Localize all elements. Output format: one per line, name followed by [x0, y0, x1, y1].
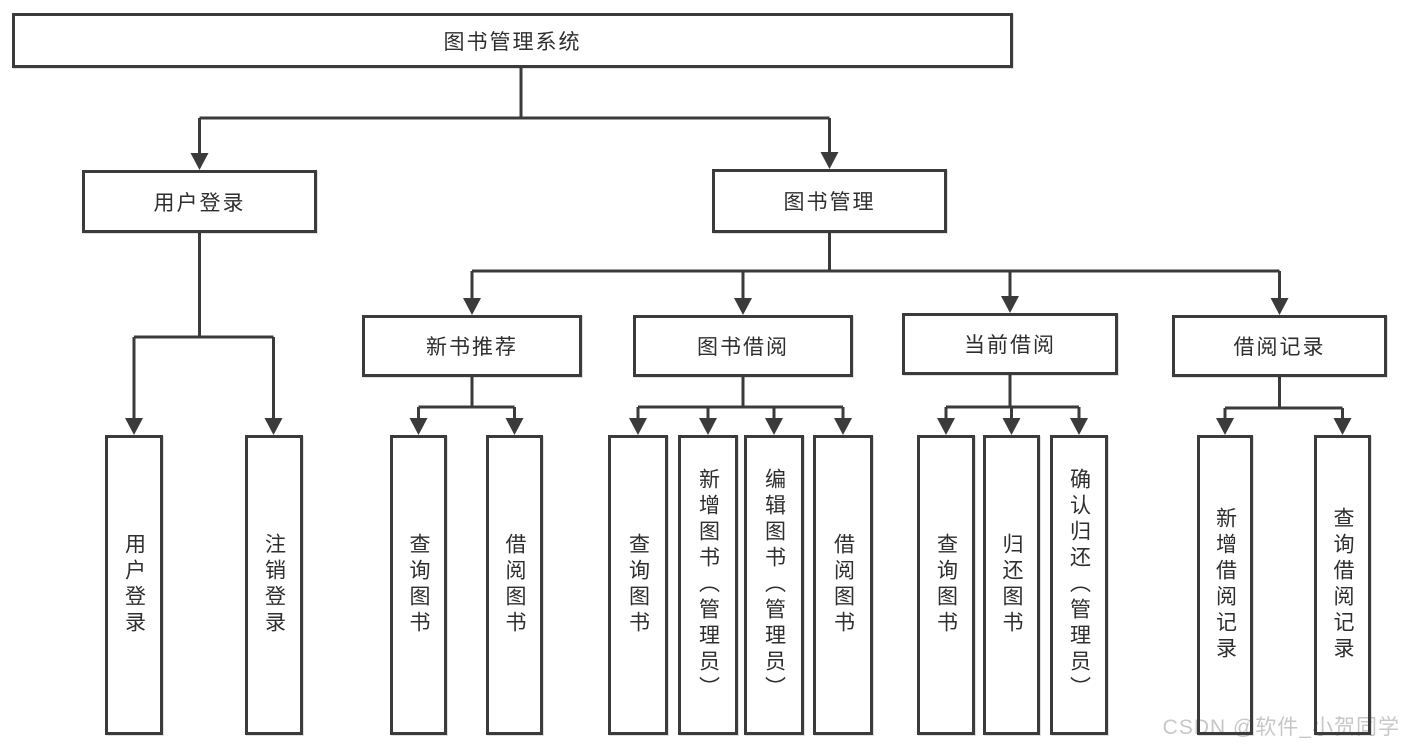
leaf-query-books-current: 查询图书 [917, 435, 975, 735]
leaf-logout: 注销登录 [245, 435, 303, 735]
node-current-borrow: 当前借阅 [902, 313, 1118, 375]
connector-records-group [1223, 377, 1344, 421]
node-borrow-records: 借阅记录 [1172, 315, 1387, 377]
leaf-edit-books-admin: 编辑图书（管理员） [744, 435, 804, 735]
leaf-add-borrow-record: 新增借阅记录 [1197, 435, 1253, 735]
node-library-management-system: 图书管理系统 [12, 13, 1013, 68]
connector-login-group [132, 233, 275, 421]
leaf-query-books-borrow: 查询图书 [608, 435, 668, 735]
leaf-query-borrow-record: 查询借阅记录 [1314, 435, 1371, 735]
arrowheads-login-group [125, 418, 283, 435]
connector-current-group [944, 375, 1081, 421]
node-book-management: 图书管理 [712, 169, 947, 233]
arrowheads-level3 [463, 296, 1289, 315]
leaf-user-login: 用户登录 [105, 435, 163, 735]
arrowheads-current-group [937, 418, 1088, 435]
connector-root-to-level2 [198, 68, 831, 156]
leaf-borrow-books: 借阅图书 [813, 435, 873, 735]
node-user-login: 用户登录 [82, 170, 317, 233]
leaf-query-books-recommend: 查询图书 [390, 435, 447, 735]
arrowheads-borrow-group [629, 418, 852, 435]
connector-recommend-group [417, 377, 516, 421]
arrowheads-records-group [1216, 418, 1352, 435]
leaf-add-books-admin: 新增图书（管理员） [678, 435, 738, 735]
node-book-borrow: 图书借阅 [633, 315, 853, 377]
leaf-return-books: 归还图书 [983, 435, 1040, 735]
node-new-book-recommend: 新书推荐 [362, 315, 582, 377]
connector-management-to-level3 [470, 233, 1281, 301]
arrowheads-level2 [190, 152, 839, 170]
arrowheads-recommend-group [409, 418, 524, 435]
leaf-confirm-return-admin: 确认归还（管理员） [1050, 435, 1108, 735]
leaf-borrow-books-recommend: 借阅图书 [486, 435, 543, 735]
connector-borrow-group [636, 377, 845, 421]
